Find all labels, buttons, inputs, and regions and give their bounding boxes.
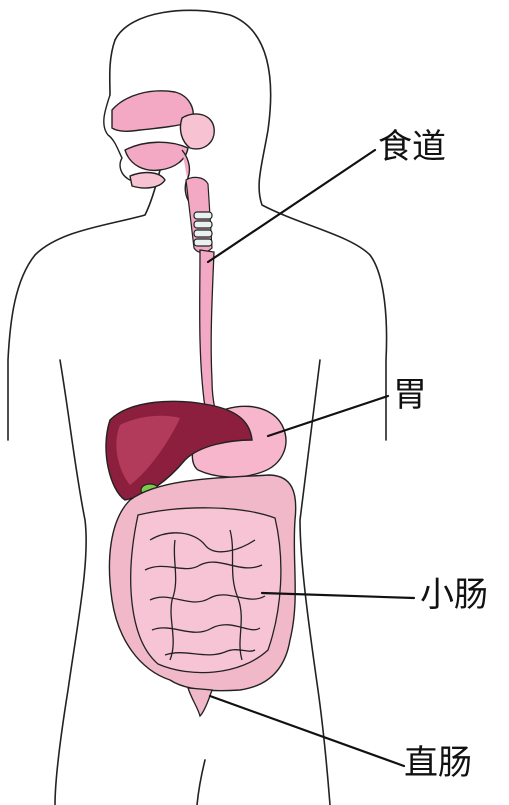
- rectum: [188, 688, 212, 716]
- esophagus-label: 食道: [378, 127, 446, 167]
- rectum-leader-line: [210, 696, 404, 766]
- small-intestine-label: 小肠: [420, 575, 488, 615]
- rectum-label: 直肠: [404, 743, 472, 783]
- stomach-label: 胃: [393, 375, 427, 415]
- trachea: [186, 177, 212, 252]
- stomach-leader-line: [268, 396, 388, 436]
- esophagus-leader-line: [208, 150, 375, 262]
- small-intestine: [131, 508, 281, 673]
